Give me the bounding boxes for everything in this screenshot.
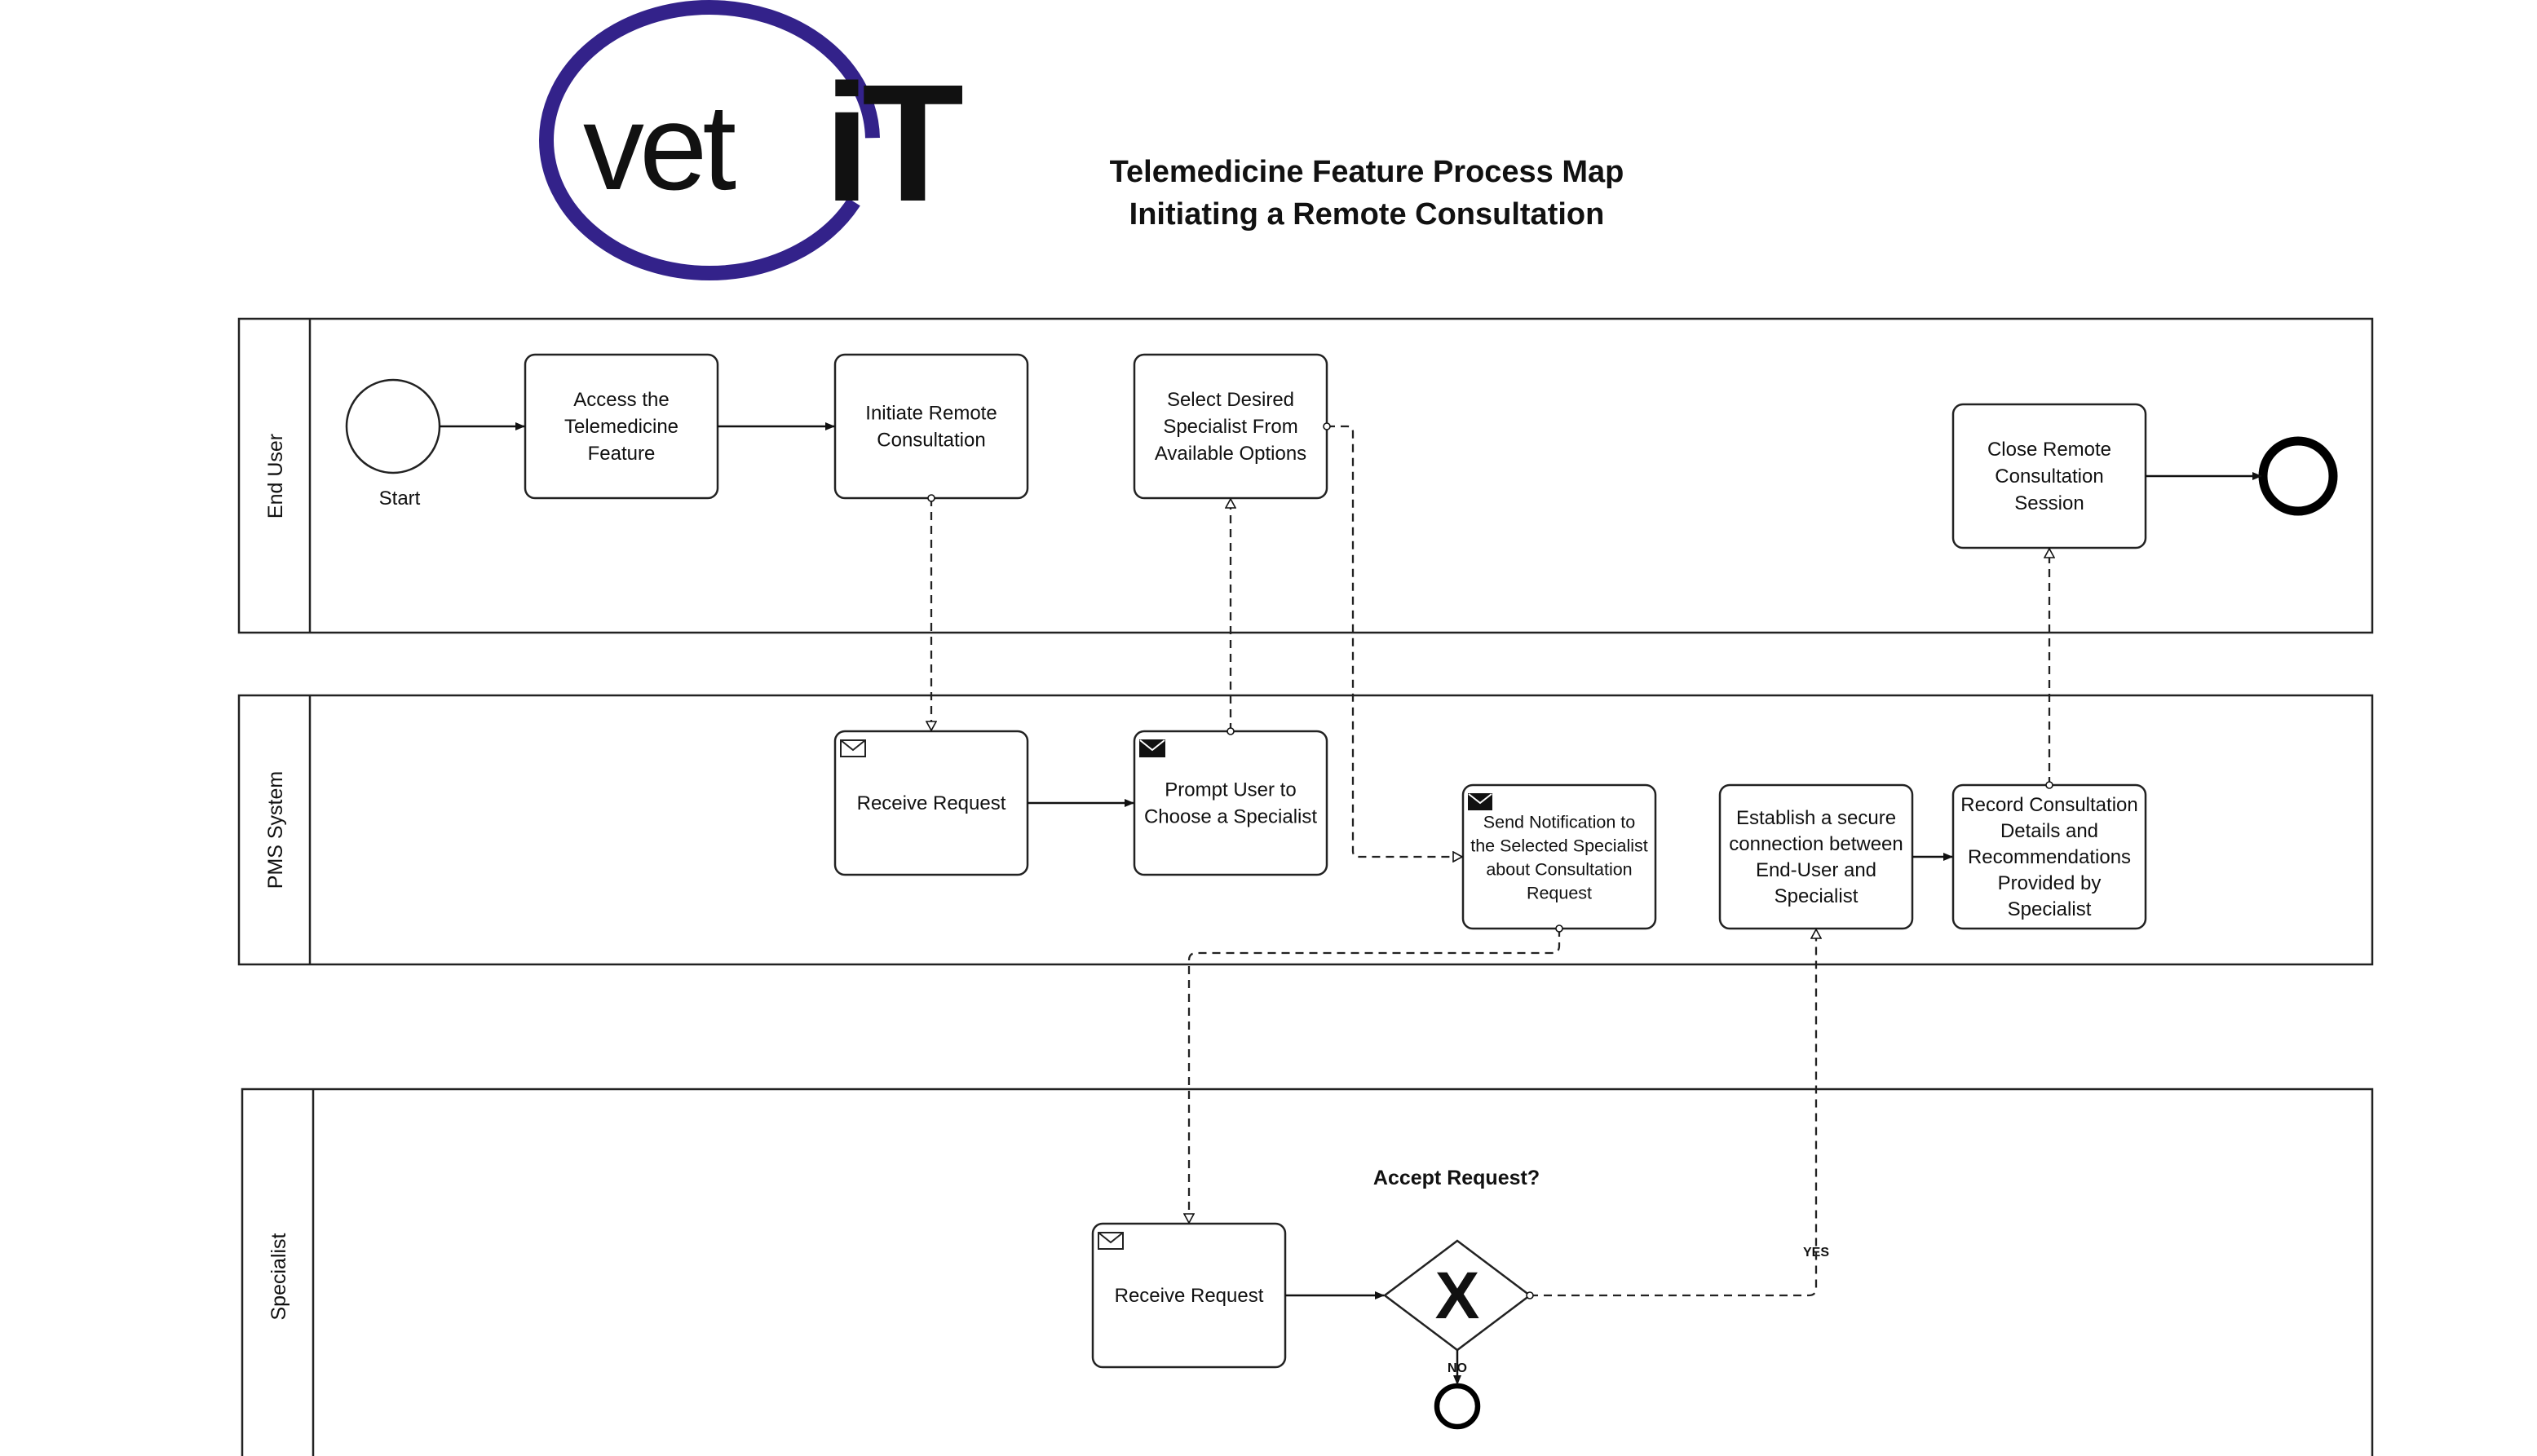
task-label-line: End-User and	[1756, 859, 1876, 881]
task-label-line: Choose a Specialist	[1144, 806, 1317, 828]
message-flow-select-to-notify	[1327, 426, 1462, 857]
logo-text-it: iT	[824, 50, 963, 236]
task-label-line: Details and	[2000, 820, 2098, 842]
task-label-line: Receive Request	[1115, 1285, 1264, 1307]
task-label-line: Initiate Remote	[865, 403, 997, 425]
task-send-notification: Send Notification to the Selected Special…	[1461, 783, 1657, 930]
task-label-line: Provided by	[1998, 872, 2102, 894]
task-label-line: Close Remote	[1987, 439, 2111, 461]
logo-text-vet: vet	[583, 78, 736, 215]
lane-specialist: Specialist	[241, 1088, 2374, 1456]
task-label: Prompt User to Choose a Specialist	[1144, 779, 1317, 828]
task-label: Receive Request	[857, 792, 1006, 814]
message-icon	[1098, 1232, 1124, 1250]
task-label-line: Recommendations	[1968, 846, 2131, 868]
task-label-line: Request	[1527, 884, 1592, 903]
task-label-line: Access the	[573, 389, 669, 411]
task-pms-receive-request: Receive Request	[833, 730, 1029, 876]
start-event: Start	[345, 378, 441, 510]
task-label-line: Telemedicine	[564, 416, 678, 438]
task-label-line: Receive Request	[857, 792, 1006, 814]
task-label-line: about Consultation	[1486, 860, 1632, 880]
lane-end-user: End User	[237, 317, 2374, 634]
task-label-line: Feature	[588, 443, 656, 465]
message-flows	[931, 426, 2049, 1295]
task-label-line: Consultation	[877, 430, 985, 452]
task-label-line: Prompt User to	[1165, 779, 1296, 801]
end-event-rejected	[1434, 1383, 1481, 1430]
task-label: Send Notification to the Selected Special…	[1470, 813, 1648, 903]
task-label-line: Record Consultation	[1960, 794, 2137, 816]
message-icon	[840, 739, 866, 757]
lane-label-pms-system: PMS System	[264, 771, 287, 889]
message-icon-filled	[1139, 739, 1165, 757]
message-flow-gateway-yes-to-establish	[1530, 929, 1816, 1295]
lane-label-end-user: End User	[264, 434, 287, 518]
diagram-title-line-2: Initiating a Remote Consultation	[1129, 197, 1605, 232]
task-label: Receive Request	[1115, 1285, 1264, 1307]
gateway-question-label: Accept Request?	[1373, 1167, 1540, 1189]
task-label-line: Specialist	[2008, 898, 2092, 920]
gateway-x-symbol: X	[1435, 1259, 1480, 1333]
diagram-title-line-1: Telemedicine Feature Process Map	[1110, 155, 1624, 189]
start-event-label: Start	[379, 488, 421, 510]
task-label-line: Specialist From	[1163, 416, 1297, 438]
sequence-flows	[440, 422, 2262, 1385]
task-label-line: Consultation	[1995, 465, 2103, 488]
task-specialist-receive-request: Receive Request	[1091, 1222, 1287, 1369]
end-event	[2258, 436, 2338, 516]
task-label-line: Specialist	[1775, 885, 1859, 907]
message-icon-filled	[1468, 793, 1492, 810]
vetit-logo: vet iT	[539, 0, 971, 280]
task-label-line: Establish a secure	[1736, 807, 1896, 829]
task-label-line: the Selected Specialist	[1470, 836, 1648, 856]
logo-swoosh	[539, 0, 880, 280]
task-label-line: Session	[2014, 492, 2084, 514]
task-prompt-user: Prompt User to Choose a Specialist	[1133, 730, 1328, 876]
task-label-line: Available Options	[1155, 443, 1306, 465]
task-label-line: Send Notification to	[1483, 813, 1635, 832]
task-label-line: Select Desired	[1167, 389, 1294, 411]
lane-label-specialist: Specialist	[267, 1233, 290, 1320]
exclusive-gateway: X	[1382, 1239, 1532, 1352]
task-label-line: connection between	[1729, 833, 1903, 855]
